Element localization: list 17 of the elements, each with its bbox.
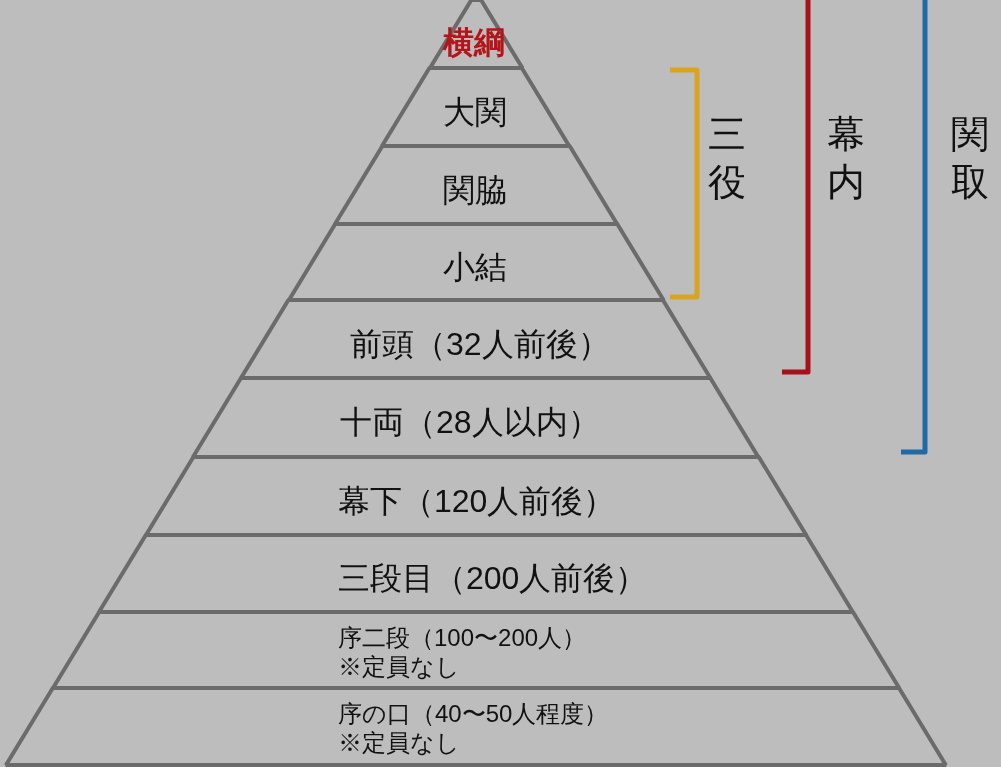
rank-label: 十両（28人以内） [340,403,600,442]
group-label: 関取 [951,112,989,205]
rank-label: 序二段（100〜200人） [338,624,587,653]
group-label: 三役 [708,112,746,205]
rank-label: 横綱 [443,24,505,62]
rank-label: 序の口（40〜50人程度） [338,699,609,729]
note-text: ※定員なし [338,728,461,758]
pyramid-tier [2,686,950,767]
rank-label: 前頭（32人前後） [350,324,610,364]
rank-label: 関脇 [443,170,507,210]
rank-label: 大関 [443,92,507,132]
pyramid-tier [237,298,715,380]
rank-label: 三段目（200人前後） [338,559,648,598]
rank-label: 幕下（120人前後） [338,481,616,521]
group-label: 幕内 [827,112,865,205]
rank-label: 小結 [443,247,507,287]
note-text: ※定員なし [338,653,461,682]
